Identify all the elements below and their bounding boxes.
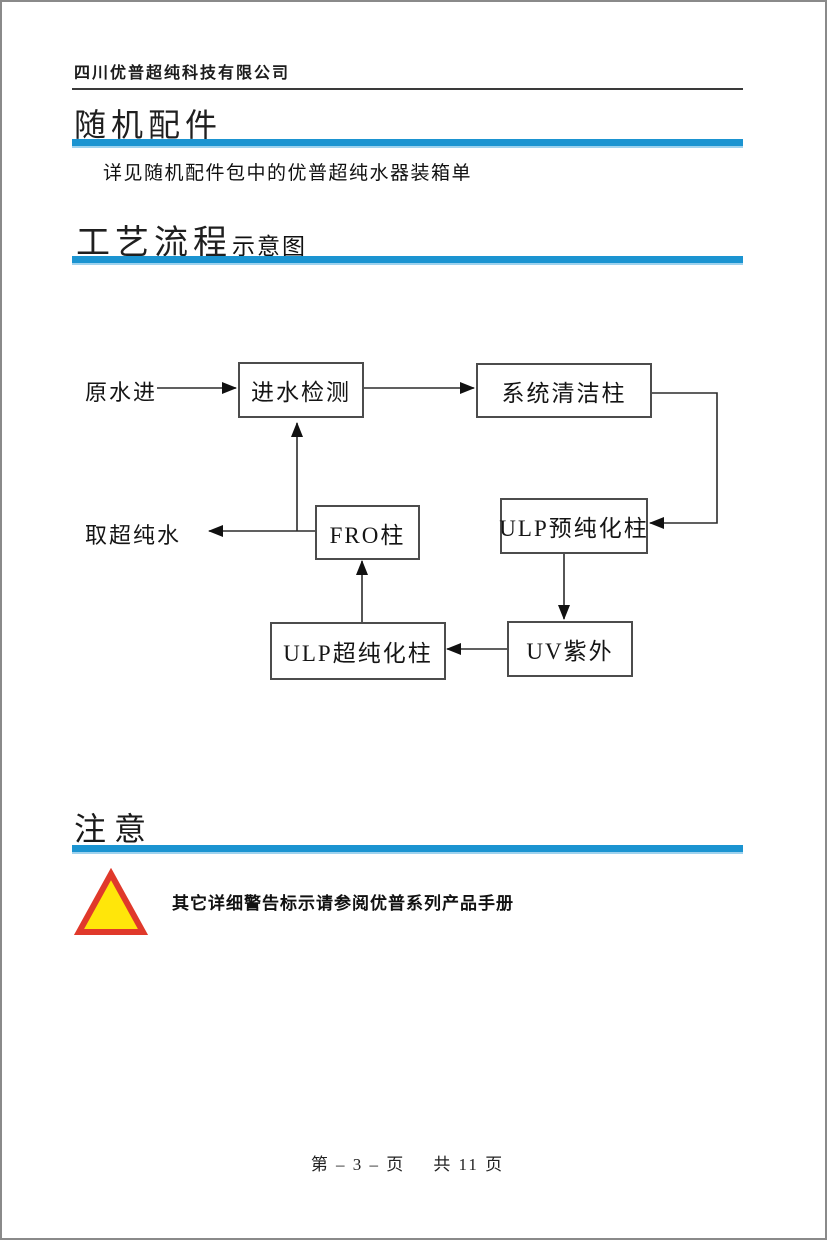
footer-page-info: 第 – 3 – 页 共 11 页 [72, 1150, 743, 1175]
flow-node-system-clean-column: 系统清洁柱 [476, 363, 652, 418]
process-title-large: 工艺流程 [76, 225, 232, 262]
warning-text: 其它详细警告标示请参阅优普系列产品手册 [172, 894, 514, 913]
footer-total-pages: 共 11 页 [433, 1155, 505, 1174]
header-rule [72, 88, 743, 90]
company-header: 四川优普超纯科技有限公司 [74, 65, 291, 82]
flow-label-dispense-ultrapure-water: 取超纯水 [85, 523, 182, 548]
accent-bar [72, 256, 743, 265]
section-title-notice: 注意 [74, 811, 155, 847]
flow-node-ulp-ultra-purification-column: ULP超纯化柱 [270, 622, 446, 680]
section-title-process: 工艺流程示意图 [76, 215, 307, 264]
accessories-body-text: 详见随机配件包中的优普超纯水器装箱单 [103, 163, 473, 184]
flow-node-uv-lamp: UV紫外 [507, 621, 633, 677]
flow-label-raw-water-in: 原水进 [85, 380, 158, 405]
accent-bar [72, 139, 743, 148]
accent-bar [72, 845, 743, 854]
process-title-small: 示意图 [232, 234, 307, 259]
flow-node-ulp-pre-purification-column: ULP预纯化柱 [499, 498, 648, 554]
flow-node-inlet-check: 进水检测 [238, 362, 364, 418]
flow-node-fro-column: FRO柱 [315, 505, 420, 560]
footer-page-number: 第 – 3 – 页 [310, 1155, 406, 1174]
section-title-accessories: 随机配件 [74, 107, 223, 143]
flowchart-arrows [157, 382, 718, 655]
warning-triangle-icon [74, 868, 148, 935]
